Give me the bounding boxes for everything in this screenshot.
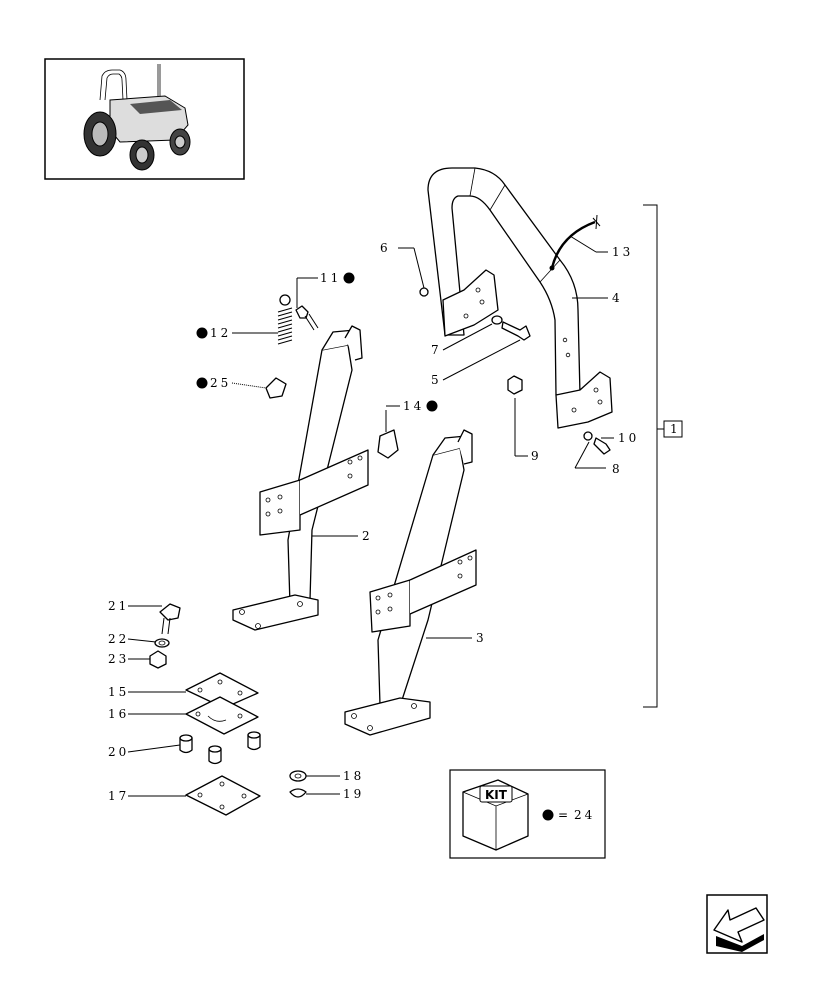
callout-6: 6 — [380, 241, 391, 255]
callout-15: 15 — [108, 685, 129, 699]
callout-19: 19 — [343, 787, 364, 801]
callout-16: 16 — [108, 707, 129, 721]
cable — [550, 220, 596, 269]
callout-20: 20 — [108, 745, 129, 759]
post-right — [344, 429, 477, 736]
callout-13: 13 — [612, 245, 633, 259]
kit-dot — [542, 809, 554, 821]
kit-label: KIT — [485, 788, 508, 802]
marker-14 — [426, 400, 438, 412]
marker-25 — [196, 377, 208, 389]
callout-1: 1 — [670, 422, 681, 436]
callout-22: 22 — [108, 632, 129, 646]
callout-18: 18 — [343, 769, 364, 783]
callout-11: 11 — [320, 271, 341, 285]
kit-value: 24 — [574, 808, 595, 822]
callout-7: 7 — [431, 343, 442, 357]
kit-markers — [196, 272, 438, 412]
callout-25: 25 — [210, 376, 231, 390]
callout-labels: 6 7 5 9 8 10 13 4 11 12 25 14 2 3 21 22 … — [108, 241, 683, 803]
callout-4: 4 — [612, 291, 623, 305]
callout-17: 17 — [108, 789, 129, 803]
post-left — [232, 325, 369, 631]
callout-12: 12 — [210, 326, 231, 340]
back-arrow-icon — [713, 907, 765, 952]
callout-5: 5 — [431, 373, 442, 387]
callout-9: 9 — [531, 449, 542, 463]
callout-2: 2 — [362, 529, 373, 543]
marker-12 — [196, 327, 208, 339]
callout-3: 3 — [476, 631, 487, 645]
callout-14: 14 — [403, 399, 424, 413]
back-arrow-button[interactable] — [706, 894, 768, 954]
kit-equals: = — [558, 808, 571, 822]
leader-lines — [127, 204, 664, 797]
tractor-thumbnail — [44, 58, 245, 180]
rops-arch — [427, 167, 613, 429]
marker-11 — [343, 272, 355, 284]
kit-legend: KIT = 24 — [449, 769, 606, 859]
callout-8: 8 — [612, 462, 623, 476]
callout-21: 21 — [108, 599, 129, 613]
callout-10: 10 — [618, 431, 639, 445]
callout-23: 23 — [108, 652, 129, 666]
hardware — [149, 287, 611, 816]
